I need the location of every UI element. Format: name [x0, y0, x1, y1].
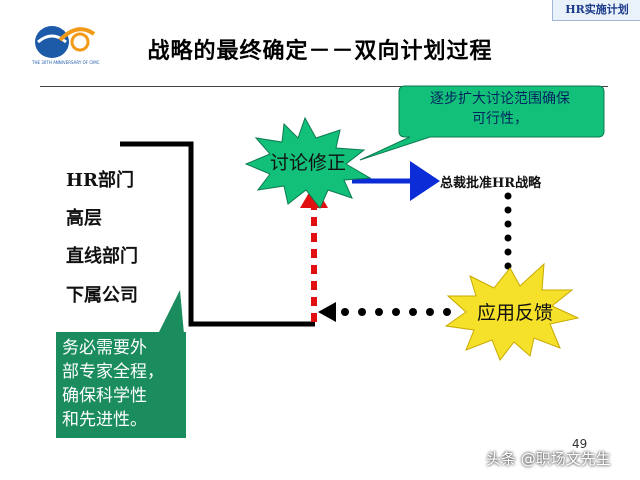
- callout-left-line-4: 和先进性。: [62, 410, 147, 430]
- callout-left-pointer: [158, 290, 184, 334]
- page-title: 战略的最终确定－－双向计划过程: [147, 38, 493, 64]
- org-level-subsidiary: 下属公司: [66, 285, 138, 306]
- node-feedback-label: 应用反馈: [477, 302, 554, 324]
- callout-left: 务必需要外 部专家全程， 确保科学性 和先进性。: [56, 332, 186, 438]
- page-number: 49: [572, 437, 588, 451]
- org-level-senior: 高层: [66, 208, 102, 229]
- node-discuss-label: 讨论修正: [270, 152, 347, 174]
- dotted-line-left: [341, 308, 451, 316]
- org-level-line: 直线部门: [66, 246, 138, 267]
- section-tag: HR实施计划: [552, 0, 640, 21]
- flow-bracket: [120, 141, 315, 327]
- callout-left-line-2: 部专家全程，: [62, 362, 164, 382]
- callout-top-shape: [359, 85, 605, 161]
- callout-top-line-2: 可行性，: [472, 111, 528, 127]
- org-level-hr: HR部门: [66, 170, 134, 191]
- company-logo: THE 30TH ANNIVERSARY OF CIMC: [31, 26, 100, 65]
- callout-top-line-1: 逐步扩大讨论范围确保: [430, 91, 570, 107]
- callout-left-line-1: 务必需要外: [62, 338, 147, 358]
- burst-feedback: [444, 262, 580, 361]
- dotted-line-left-head: [318, 302, 336, 322]
- approve-label: 总裁批准HR战略: [440, 176, 542, 191]
- callout-top: 逐步扩大讨论范围确保 可行性，: [399, 85, 601, 135]
- callout-left-line-3: 确保科学性: [62, 386, 147, 406]
- watermark: 头条 @职场文先生: [486, 450, 611, 468]
- burst-discuss: [244, 116, 372, 209]
- title-divider: [40, 86, 608, 87]
- logo-text: THE 30TH ANNIVERSARY OF CIMC: [31, 60, 100, 65]
- dotted-line-down: [504, 192, 512, 270]
